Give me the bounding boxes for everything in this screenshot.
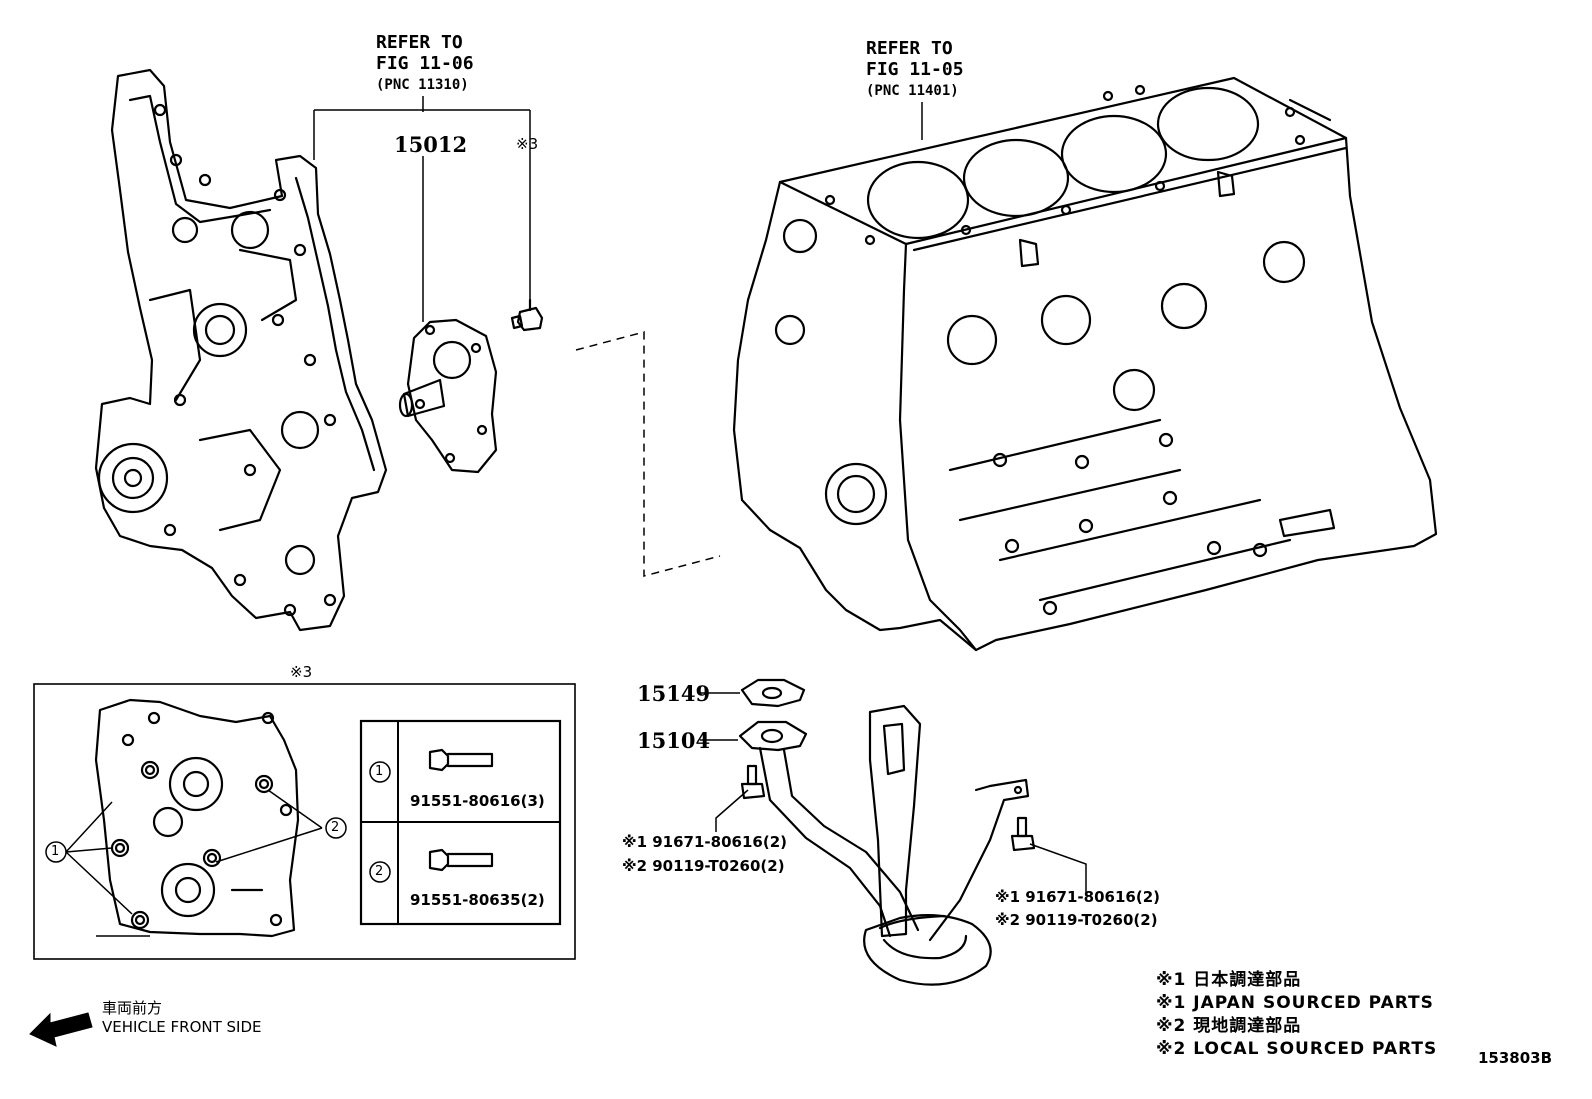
timing-cover-illustration: [94, 68, 388, 632]
circle-marker-1-table: [369, 761, 391, 783]
cylinder-block-illustration: [732, 76, 1438, 652]
legend-line-3: ※2 現地調達部品: [1156, 1016, 1302, 1036]
ref-fig-11-06-pnc: (PNC 11310): [376, 77, 469, 93]
bolt-left-line2: ※2 90119-T0260(2): [622, 857, 785, 875]
inset-cover-illustration: [94, 698, 300, 938]
callout-15149: 15149: [637, 681, 711, 706]
circle-marker-2-inset: [325, 817, 347, 839]
ref-fig-11-05-line2: FIG 11-05: [866, 59, 964, 80]
circle-marker-2-table: [369, 861, 391, 883]
table-marker-2: 2: [375, 864, 384, 879]
leader-circle2: [215, 789, 323, 863]
pump-bolt-illustration: [510, 298, 544, 332]
bolt-right-line2: ※2 90119-T0260(2): [995, 911, 1158, 929]
direction-label-en: VEHICLE FRONT SIDE: [102, 1018, 262, 1036]
ref-fig-11-05-line1: REFER TO: [866, 38, 953, 59]
legend-line-1: ※1 日本調達部品: [1156, 970, 1302, 990]
table-marker-1: 1: [375, 764, 384, 779]
leader-fig1106: [313, 96, 531, 300]
direction-label-jp: 車両前方: [102, 999, 163, 1017]
ref-fig-11-06-line2: FIG 11-06: [376, 53, 474, 74]
front-arrow-icon: [29, 1012, 93, 1047]
ref-fig-11-05-pnc: (PNC 11401): [866, 83, 959, 99]
leader-bolt-right: [1029, 843, 1087, 896]
bolt-right-line1: ※1 91671-80616(2): [995, 888, 1160, 906]
oil-strainer-illustration: [738, 678, 1030, 986]
callout-15104: 15104: [637, 728, 711, 753]
circle-marker-1-inset-label: 1: [51, 844, 60, 859]
inset-frame: [33, 683, 576, 960]
circle-marker-2-inset-label: 2: [331, 820, 340, 835]
callout-mark3-top: ※3: [516, 135, 539, 153]
callout-15012: 15012: [394, 132, 468, 157]
legend-line-2: ※1 JAPAN SOURCED PARTS: [1156, 993, 1434, 1013]
legend-line-4: ※2 LOCAL SOURCED PARTS: [1156, 1039, 1438, 1059]
dash-pump-block: [575, 331, 721, 577]
circle-marker-1-inset: [45, 841, 67, 863]
leader-bolt-left: [715, 789, 749, 832]
leader-circle1: [65, 801, 133, 915]
table-part-2: 91551-80635(2): [410, 891, 545, 909]
ref-fig-11-06-line1: REFER TO: [376, 32, 463, 53]
figure-code: 153803B: [1478, 1049, 1553, 1067]
table-part-1: 91551-80616(3): [410, 792, 545, 810]
callout-mark3-box: ※3: [290, 663, 313, 681]
table-bolt-illustrations: [428, 748, 494, 872]
bolt-left-line1: ※1 91671-80616(2): [622, 833, 787, 851]
water-pump-illustration: [398, 318, 498, 474]
